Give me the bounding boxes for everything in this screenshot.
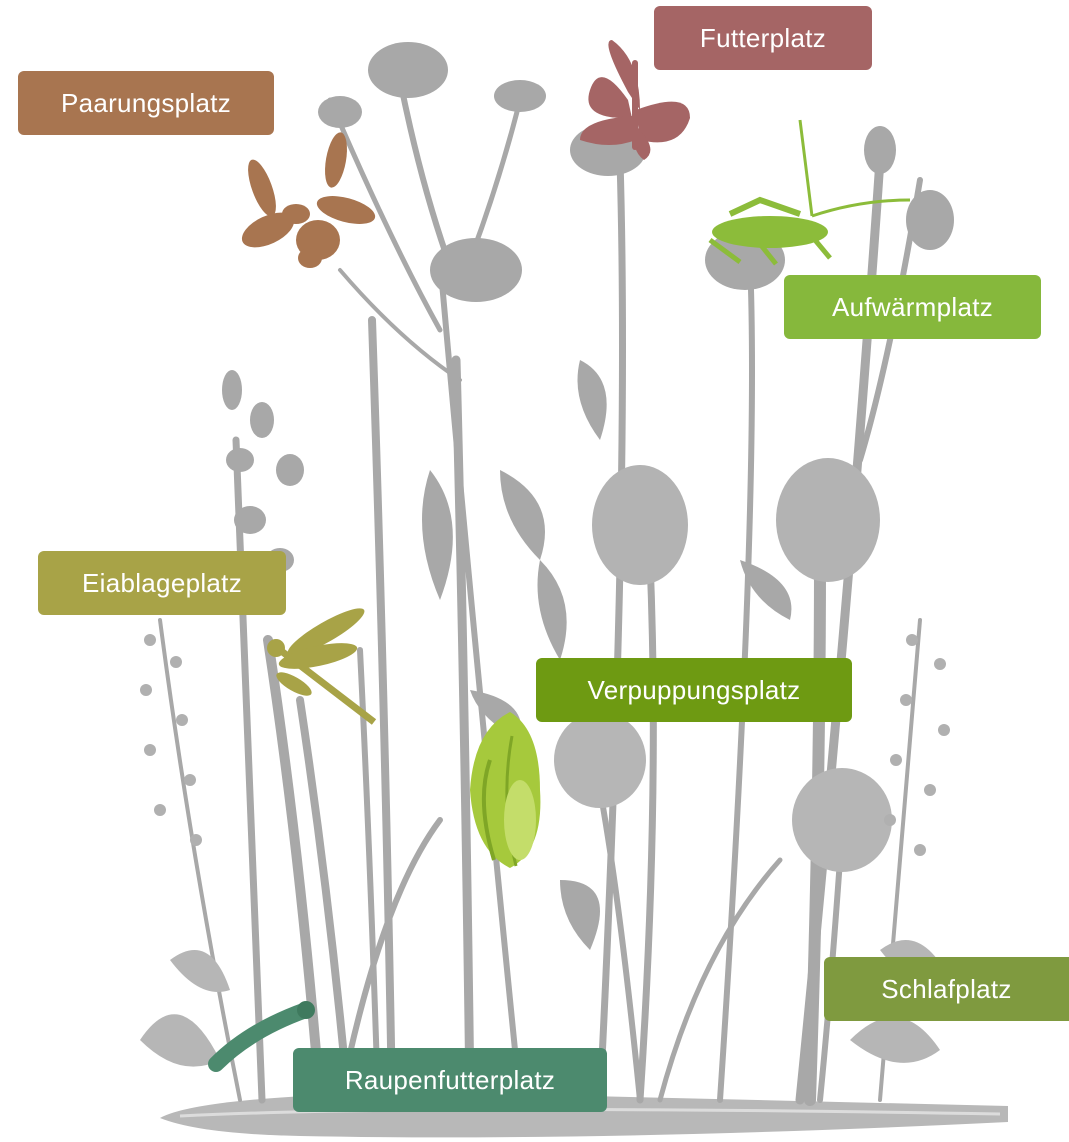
label-verpuppungsplatz: Verpuppungsplatz [536, 658, 852, 722]
mating-insects-icon [237, 131, 378, 268]
label-raupenfutterplatz: Raupenfutterplatz [293, 1048, 607, 1112]
chrysalis-icon [470, 712, 540, 868]
label-paarungsplatz: Paarungsplatz [18, 71, 274, 135]
label-futterplatz: Futterplatz [654, 6, 872, 70]
label-schlafplatz: Schlafplatz [824, 957, 1069, 1021]
label-eiablageplatz: Eiablageplatz [38, 551, 286, 615]
label-aufwaermplatz: Aufwärmplatz [784, 275, 1041, 339]
